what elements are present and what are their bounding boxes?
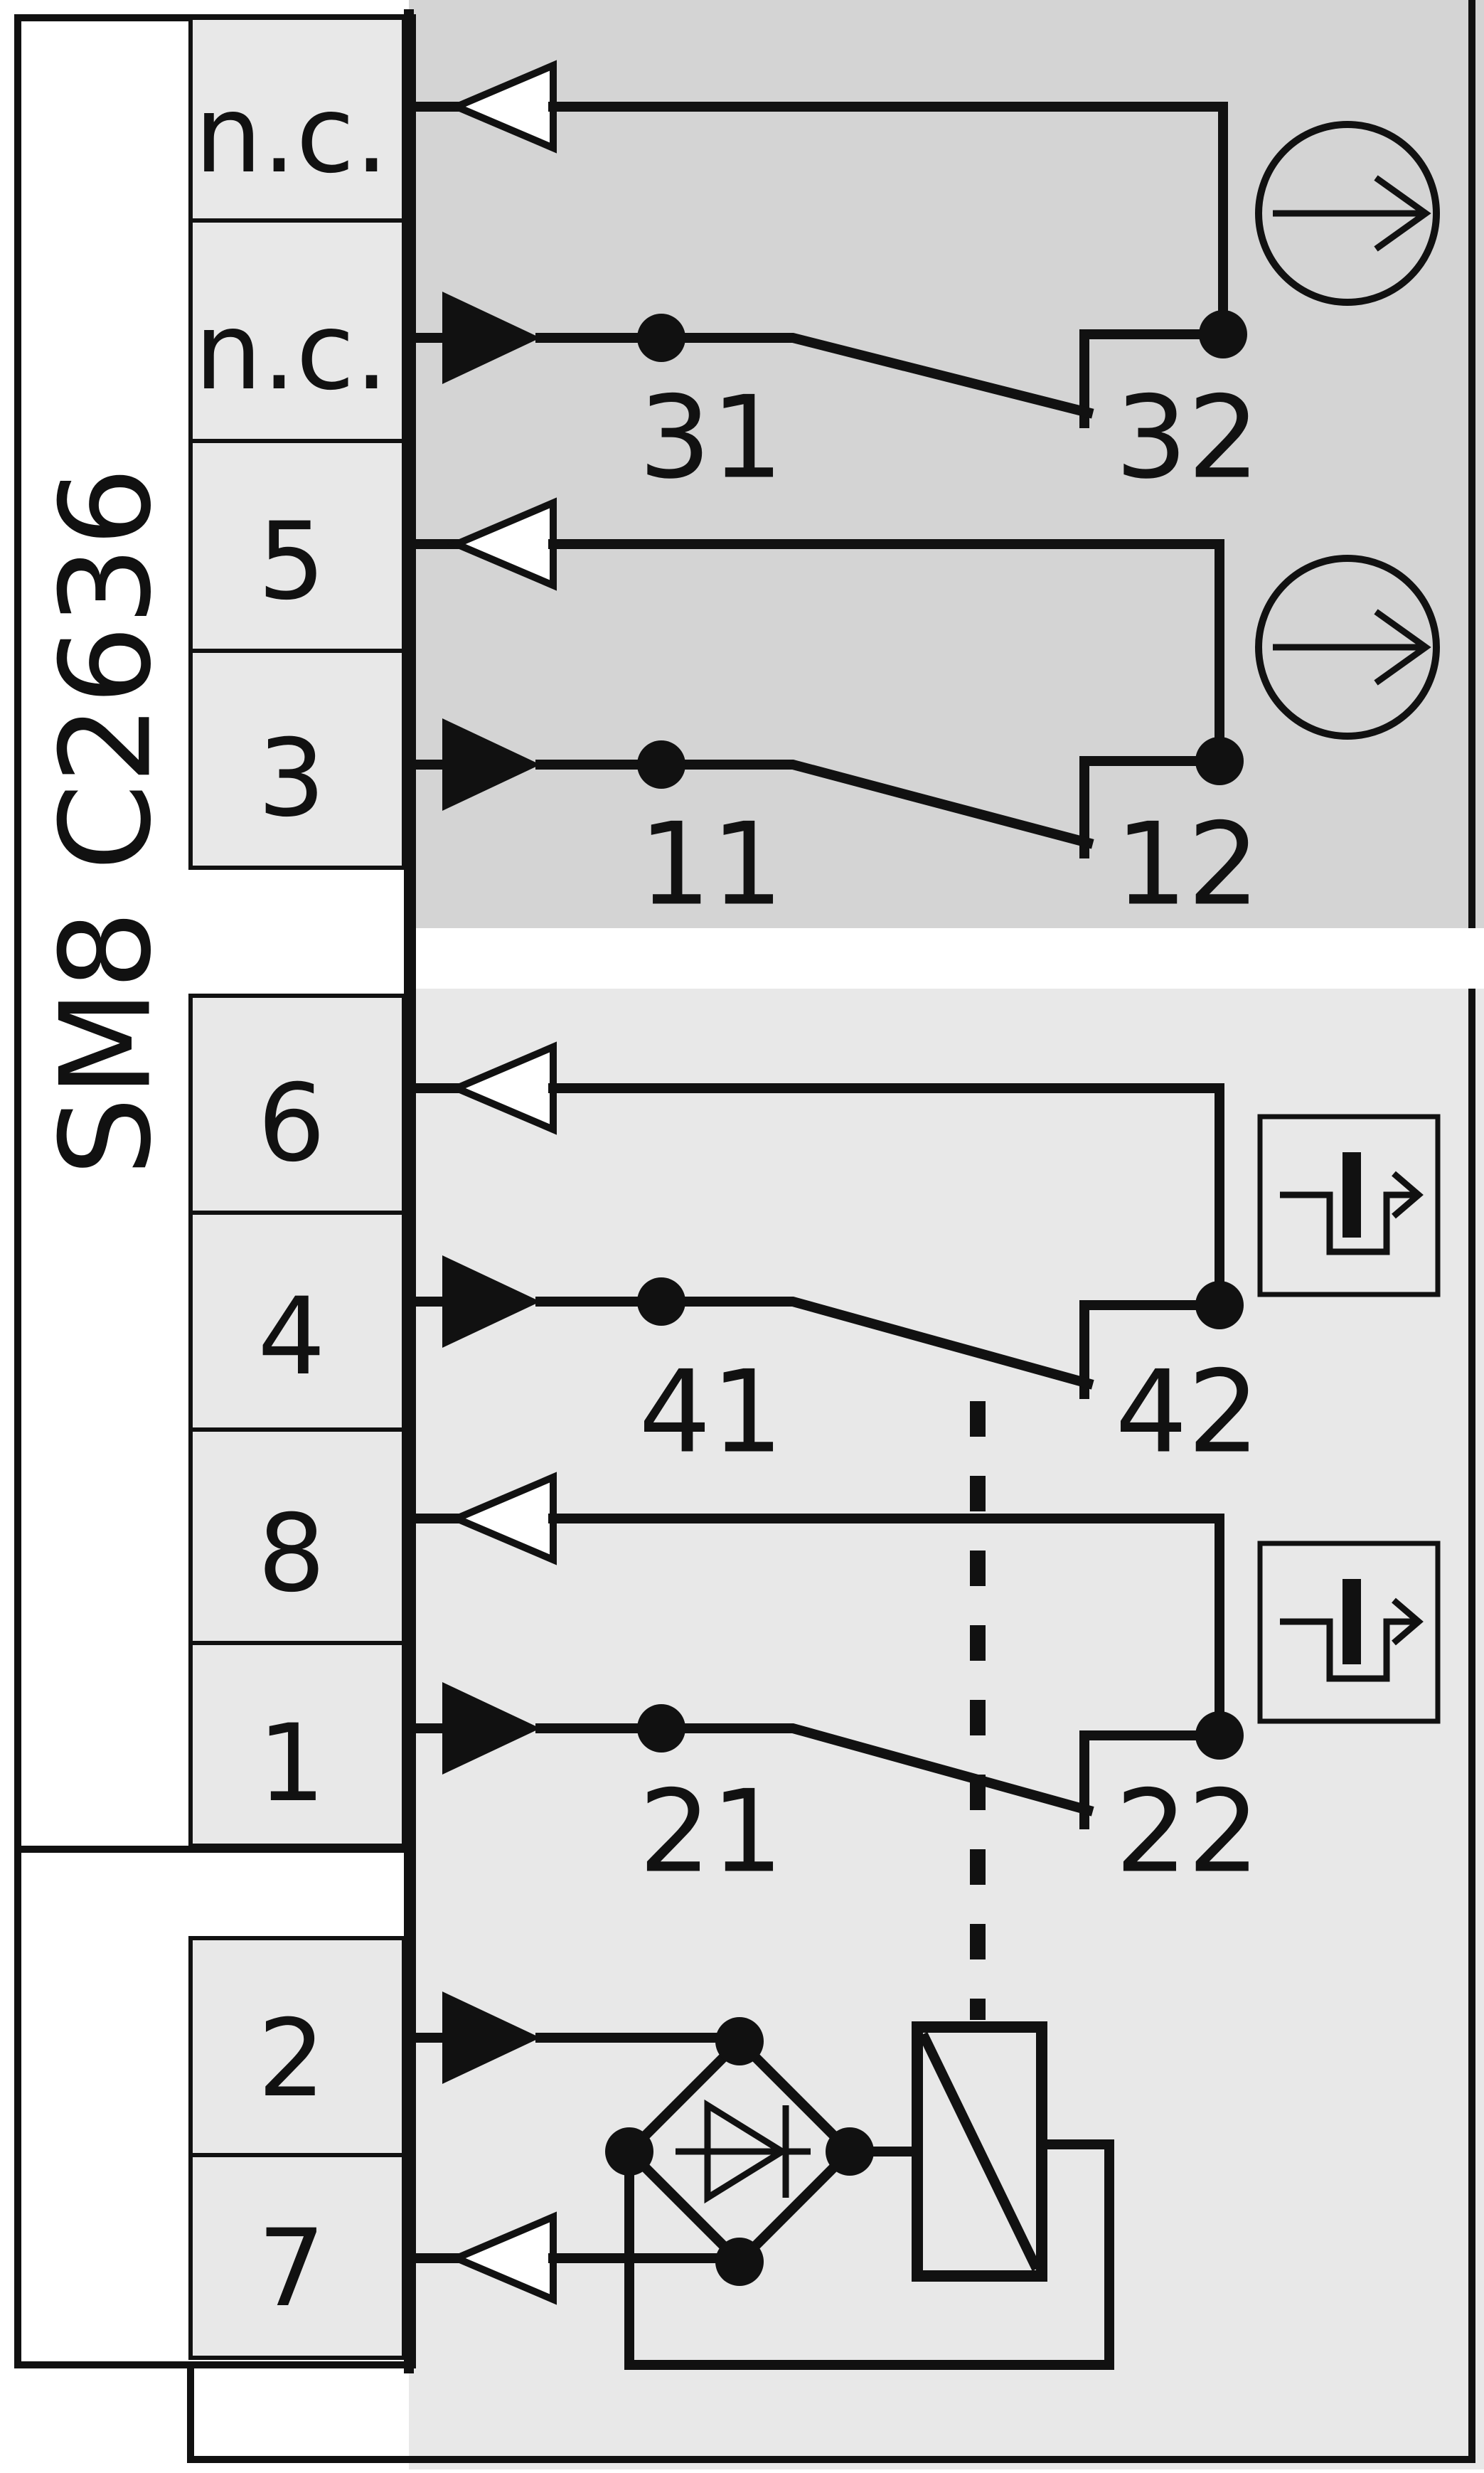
contact-41-42: 41 42 [407,1041,1260,1479]
terminal-label: 6 [257,1062,325,1186]
contact-number: 22 [1115,1765,1260,1898]
rectifier-bridge-icon [605,2017,874,2286]
terminal-label: 3 [257,717,325,841]
input-arrow-icon [442,718,540,811]
contact-number: 32 [1115,371,1260,504]
terminal-label: n.c. [195,290,389,414]
terminal-box [188,2153,406,2360]
contact-number: 31 [639,371,784,504]
contact-number: 21 [639,1765,784,1898]
contact-number: 11 [639,798,784,931]
terminal-box [188,439,406,653]
terminal-label: 5 [257,500,325,624]
terminal-label: 1 [257,1702,325,1826]
terminal-block [188,16,406,2360]
position-switch-icon [1257,1114,1441,1297]
contact-21-22: 21 22 [407,1472,1260,1898]
terminal-label: 2 [257,1997,325,2121]
contact-number: 42 [1115,1346,1260,1479]
terminal-label: 7 [257,2207,325,2331]
upper-section-bg [409,0,1484,928]
terminal-box [188,994,406,1215]
circle-arrow-icon [1255,121,1440,306]
terminal-label: n.c. [195,73,389,197]
terminal-box [188,1427,406,1645]
terminal-box [188,16,406,223]
input-arrow-icon [442,292,540,384]
relay-coil-icon [912,2021,1047,2282]
terminal-box [188,1641,406,1848]
contact-number: 41 [639,1346,784,1479]
coil-circuit [407,1991,1114,2370]
terminal-box [188,1211,406,1432]
model-label: SM8 C2636 [35,467,179,1176]
contact-31-32: 31 32 [407,60,1260,504]
terminal-label: 4 [257,1275,325,1399]
contact-number: 12 [1115,798,1260,931]
terminal-label: 8 [257,1492,325,1616]
circle-arrow-icon [1255,555,1440,740]
contact-11-12: 11 12 [407,497,1260,931]
input-arrow-icon [442,1682,540,1775]
position-switch-icon [1257,1541,1441,1724]
input-arrow-icon [442,1991,540,2084]
terminal-box [188,649,406,870]
input-arrow-icon [442,1255,540,1348]
